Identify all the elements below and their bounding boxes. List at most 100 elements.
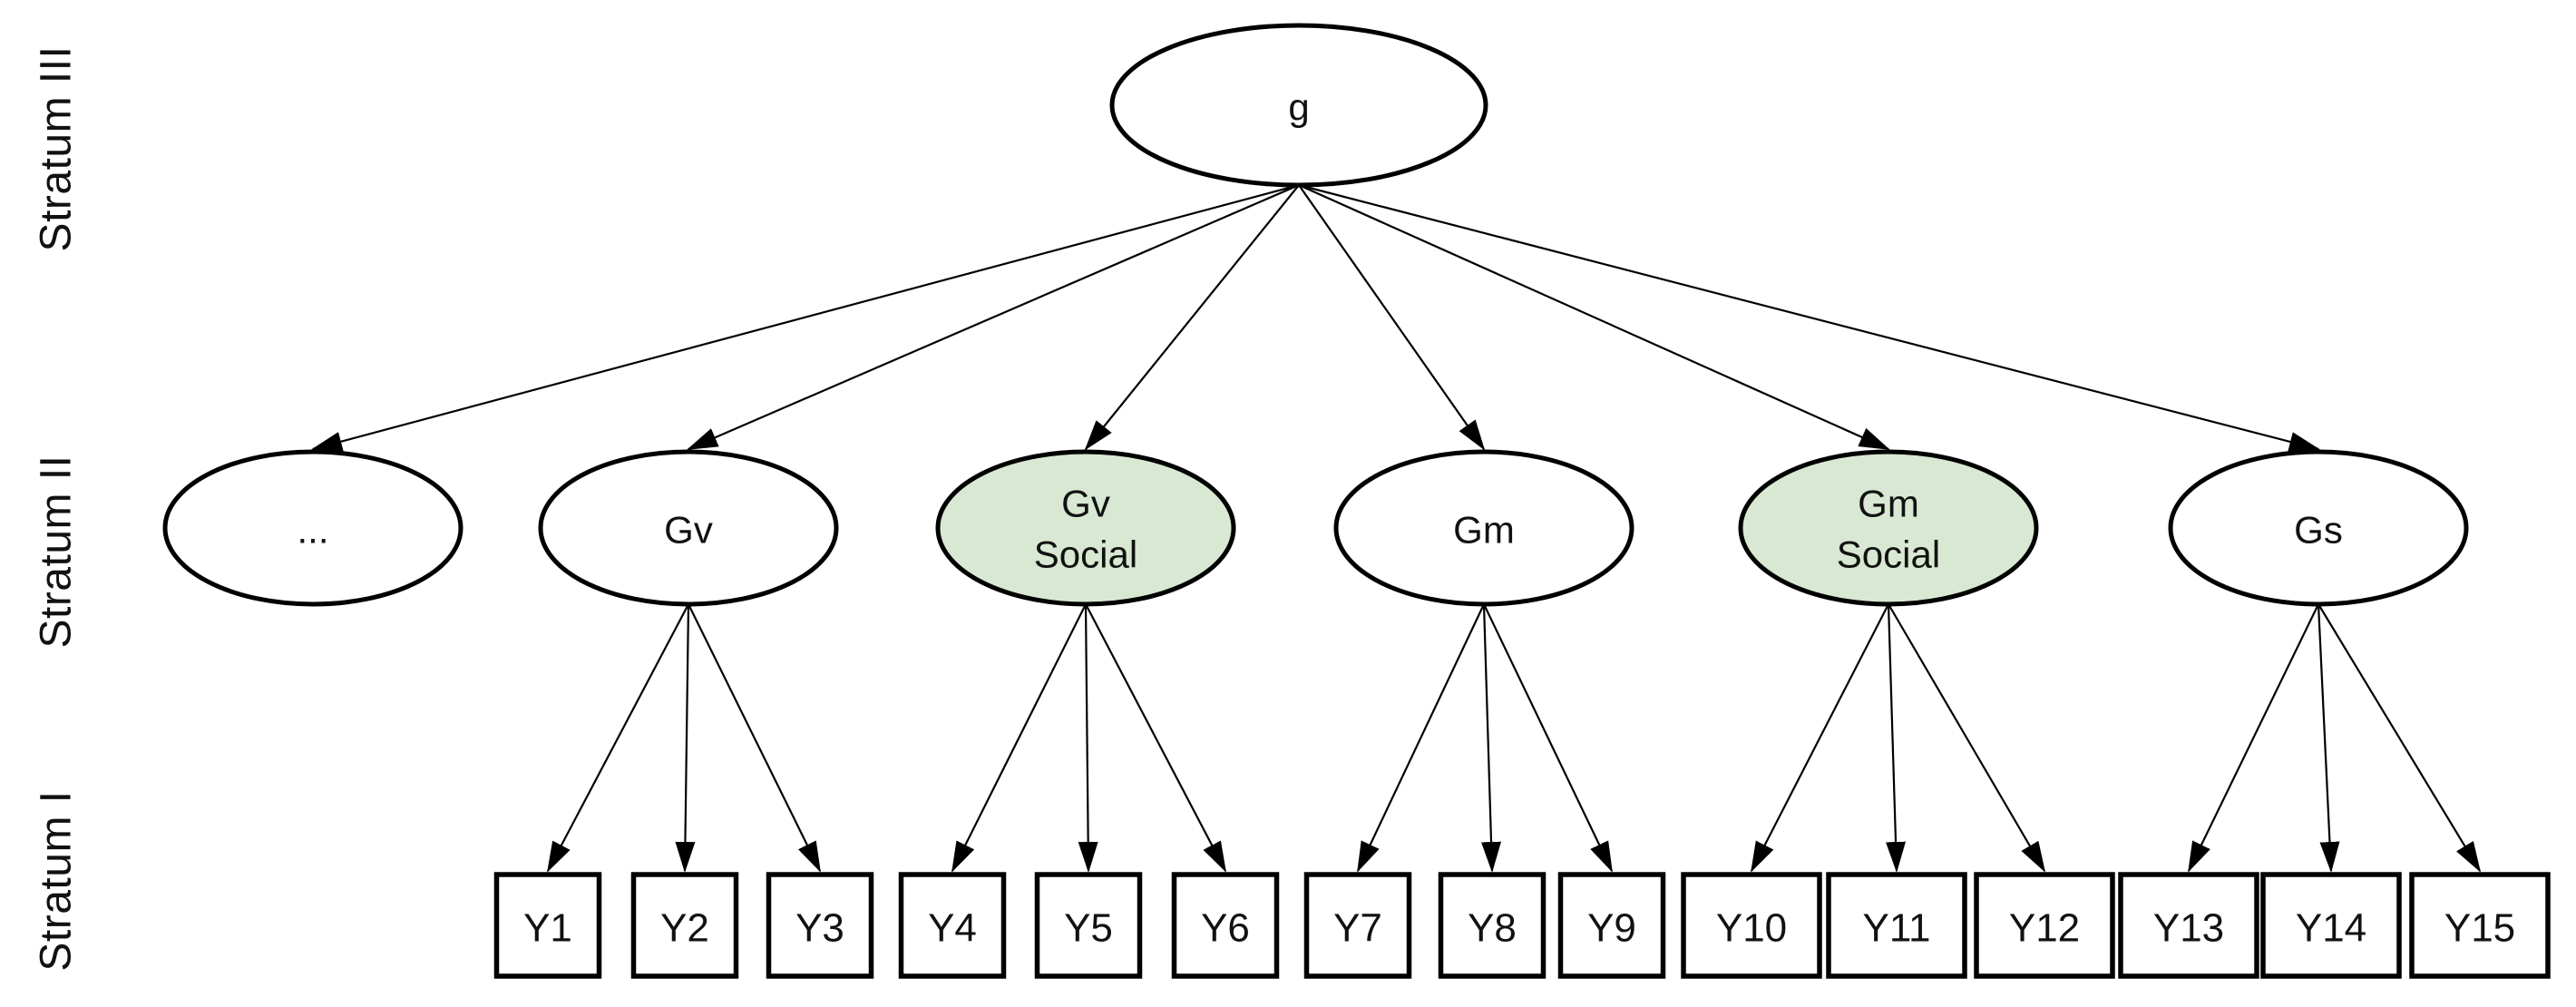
edge-gm-social-to-y10 xyxy=(1751,603,1889,873)
indicator-y7: Y7 xyxy=(1303,872,1412,979)
edge-gv-social-to-y4 xyxy=(951,603,1087,873)
edge-g-to-gm-social xyxy=(1298,183,1890,451)
stratum-i-label: Stratum I xyxy=(32,790,81,972)
edge-gs-to-y14 xyxy=(2317,603,2340,873)
edge-gv-social-to-y6 xyxy=(1085,603,1226,873)
indicator-y15-label: Y15 xyxy=(2444,906,2515,951)
stratum-ii-label: Stratum II xyxy=(32,455,81,649)
indicator-y5-box xyxy=(1034,872,1143,979)
edge-g-to-gv-social xyxy=(1084,184,1300,451)
node-gv-social-label-line: Social xyxy=(1034,533,1137,576)
indicator-y14-label: Y14 xyxy=(2296,906,2366,951)
edge-g-to-gv xyxy=(687,183,1300,451)
edge-gm-to-y8 xyxy=(1481,603,1502,873)
indicator-y6-box xyxy=(1171,872,1280,979)
edge-gs-to-y15 xyxy=(2317,603,2482,873)
indicator-y3: Y3 xyxy=(766,872,874,979)
edge-gv-to-y3 xyxy=(688,603,821,873)
indicator-y6-label: Y6 xyxy=(1201,906,1250,951)
indicator-y8-box xyxy=(1438,872,1547,979)
indicator-y14-box xyxy=(2260,872,2402,979)
indicator-y3-label: Y3 xyxy=(795,906,844,951)
node-gs-label: Gs xyxy=(2294,509,2343,552)
indicator-y5: Y5 xyxy=(1034,872,1143,979)
node-gm-social-label-line: Social xyxy=(1837,533,1940,576)
indicator-y3-box xyxy=(766,872,874,979)
node-gm-label-line: Gm xyxy=(1453,509,1515,552)
stratum-iii-label: Stratum III xyxy=(32,45,81,252)
node-gm-ellipse xyxy=(1333,449,1634,607)
indicator-y15: Y15 xyxy=(2409,872,2551,979)
node-etc-ellipse xyxy=(162,449,463,607)
node-g-label-line: g xyxy=(1288,86,1309,129)
edge-gm-social-to-y11 xyxy=(1886,603,1907,873)
indicator-y2-box xyxy=(630,872,739,979)
indicator-y2-label: Y2 xyxy=(660,906,709,951)
node-gv: Gv xyxy=(538,449,839,607)
node-g-ellipse xyxy=(1109,23,1488,188)
indicator-y11-box xyxy=(1826,872,1967,979)
node-etc-label-line: ... xyxy=(297,509,328,552)
indicator-y15-box xyxy=(2409,872,2551,979)
indicator-y12-label: Y12 xyxy=(2009,906,2080,951)
node-gv-social-ellipse xyxy=(935,449,1236,607)
indicator-y4: Y4 xyxy=(898,872,1007,979)
indicator-y13-box xyxy=(2118,872,2259,979)
indicator-y1-label: Y1 xyxy=(523,906,572,951)
node-gm-social-label-line: Gm xyxy=(1858,483,1919,525)
node-gv-social-label-line: Gv xyxy=(1061,483,1110,525)
indicator-y1-box xyxy=(493,872,602,979)
node-gv-label: Gv xyxy=(664,509,713,552)
indicator-y6: Y6 xyxy=(1171,872,1280,979)
indicator-y7-box xyxy=(1303,872,1412,979)
indicator-y4-box xyxy=(898,872,1007,979)
indicator-y13-label: Y13 xyxy=(2153,906,2224,951)
edge-gm-to-y9 xyxy=(1483,603,1613,873)
node-etc: ... xyxy=(162,449,463,607)
edge-gm-social-to-y12 xyxy=(1888,603,2046,873)
indicator-y5-label: Y5 xyxy=(1064,906,1113,951)
edge-gm-to-y7 xyxy=(1357,603,1485,873)
node-gv-label-line: Gv xyxy=(664,509,713,552)
indicator-y8-label: Y8 xyxy=(1468,906,1517,951)
indicator-y9-label: Y9 xyxy=(1587,906,1636,951)
indicator-y12: Y12 xyxy=(1974,872,2115,979)
edge-gv-social-to-y5 xyxy=(1078,603,1098,873)
node-g: g xyxy=(1109,23,1488,188)
node-gs-label-line: Gs xyxy=(2294,509,2343,552)
node-gm-social-ellipse xyxy=(1738,449,2039,607)
edge-gv-to-y1 xyxy=(547,603,689,873)
edge-gs-to-y13 xyxy=(2188,603,2319,873)
edge-g-to-gs xyxy=(1298,183,2320,452)
indicator-y9: Y9 xyxy=(1557,872,1666,979)
node-g-label: g xyxy=(1288,86,1309,129)
node-gm: Gm xyxy=(1333,449,1634,607)
node-gs-ellipse xyxy=(2168,449,2469,607)
indicator-y14: Y14 xyxy=(2260,872,2402,979)
edge-gv-to-y2 xyxy=(675,603,696,873)
indicator-y2: Y2 xyxy=(630,872,739,979)
indicator-y10-label: Y10 xyxy=(1716,906,1787,951)
node-gv-ellipse xyxy=(538,449,839,607)
edge-g-to-etc xyxy=(311,183,1300,452)
indicator-y4-label: Y4 xyxy=(928,906,977,951)
node-gm-label: Gm xyxy=(1453,509,1515,552)
indicator-y10-box xyxy=(1681,872,1822,979)
edge-g-to-gm xyxy=(1298,184,1486,451)
indicator-y13: Y13 xyxy=(2118,872,2259,979)
node-gs: Gs xyxy=(2168,449,2469,607)
indicator-y10: Y10 xyxy=(1681,872,1822,979)
indicator-y11-label: Y11 xyxy=(1862,906,1930,951)
node-etc-label: ... xyxy=(297,509,328,552)
indicator-y12-box xyxy=(1974,872,2115,979)
indicator-y1: Y1 xyxy=(493,872,602,979)
indicator-y8: Y8 xyxy=(1438,872,1547,979)
indicator-y7-label: Y7 xyxy=(1333,906,1382,951)
indicator-y11: Y11 xyxy=(1826,872,1967,979)
